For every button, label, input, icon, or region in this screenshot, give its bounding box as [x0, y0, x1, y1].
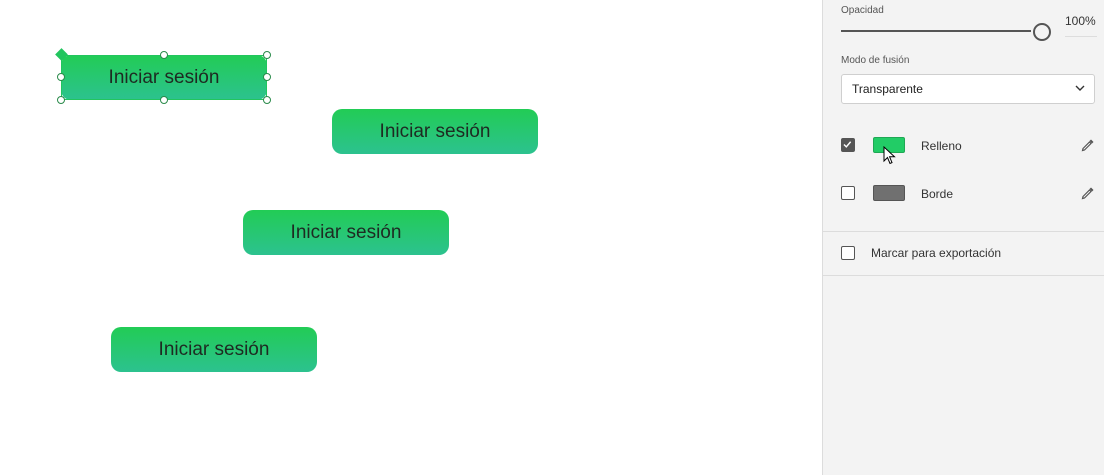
resize-handle-bottom-left[interactable] [57, 96, 65, 104]
login-button[interactable]: Iniciar sesión [243, 210, 449, 255]
opacity-slider-thumb[interactable] [1033, 23, 1051, 41]
resize-handle-top-right[interactable] [263, 51, 271, 59]
section-divider [823, 231, 1104, 232]
border-checkbox[interactable] [841, 186, 855, 200]
section-divider [823, 275, 1104, 276]
button-label: Iniciar sesión [290, 221, 402, 243]
export-checkbox[interactable] [841, 246, 855, 260]
mouse-cursor-icon [883, 146, 896, 165]
resize-handle-top[interactable] [160, 51, 168, 59]
opacity-label: Opacidad [841, 5, 884, 16]
button-label: Iniciar sesión [108, 66, 220, 88]
border-color-swatch[interactable] [873, 185, 905, 201]
button-label: Iniciar sesión [379, 120, 491, 142]
blend-mode-dropdown[interactable]: Transparente [841, 74, 1095, 104]
button-label: Iniciar sesión [158, 338, 270, 360]
resize-handle-bottom[interactable] [160, 96, 168, 104]
login-button-selected[interactable]: Iniciar sesión [61, 55, 267, 100]
properties-panel: Opacidad 100% Modo de fusión Transparent… [822, 0, 1104, 475]
chevron-down-icon [1075, 85, 1085, 91]
resize-handle-left[interactable] [57, 73, 65, 81]
blend-mode-value: Transparente [852, 82, 923, 96]
opacity-value[interactable]: 100% [1065, 14, 1096, 28]
export-label: Marcar para exportación [871, 246, 1002, 260]
eyedropper-icon[interactable] [1080, 185, 1096, 201]
login-button[interactable]: Iniciar sesión [332, 109, 538, 154]
resize-handle-right[interactable] [263, 73, 271, 81]
artboard-canvas[interactable]: Iniciar sesión Iniciar sesión Iniciar se… [0, 0, 822, 475]
checkmark-icon [843, 141, 852, 148]
resize-handle-bottom-right[interactable] [263, 96, 271, 104]
fill-label: Relleno [921, 139, 962, 153]
blend-mode-label: Modo de fusión [841, 55, 910, 66]
opacity-slider-track[interactable] [841, 30, 1031, 32]
eyedropper-icon[interactable] [1080, 137, 1096, 153]
opacity-value-underline [1065, 36, 1097, 37]
login-button[interactable]: Iniciar sesión [111, 327, 317, 372]
border-label: Borde [921, 187, 954, 201]
fill-checkbox[interactable] [841, 138, 855, 152]
